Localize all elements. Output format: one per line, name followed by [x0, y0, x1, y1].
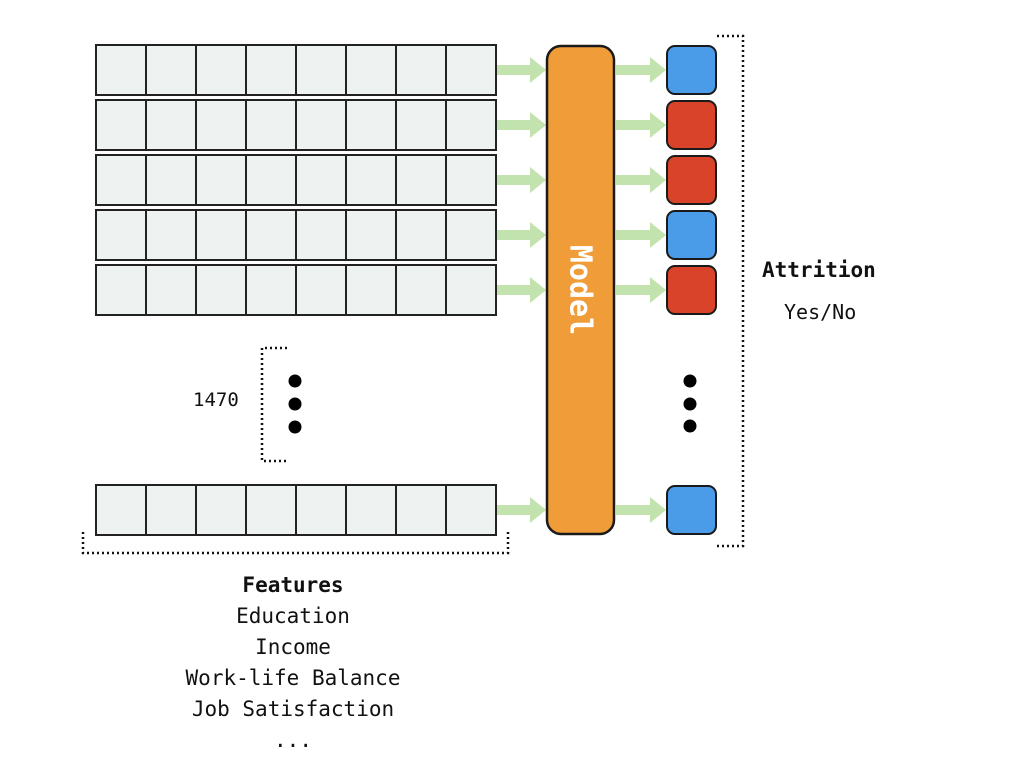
output-title: Attrition — [762, 258, 876, 282]
feature-cell — [145, 264, 197, 316]
features-bracket — [81, 532, 510, 555]
feature-cell — [295, 99, 347, 151]
output-yes-square — [666, 45, 717, 95]
ellipsis-dot — [683, 374, 697, 388]
feature-cell — [345, 484, 397, 536]
feature-cell — [295, 484, 347, 536]
flow-arrow — [616, 112, 666, 138]
model-label: Model — [563, 245, 598, 335]
feature-row — [95, 44, 497, 96]
ellipsis-dot — [683, 419, 697, 433]
feature-cell — [345, 209, 397, 261]
flow-arrow — [497, 497, 546, 523]
flow-arrow — [497, 57, 546, 83]
flow-arrow — [616, 167, 666, 193]
feature-cell — [145, 154, 197, 206]
feature-item: Income — [255, 635, 331, 659]
feature-cell — [445, 209, 497, 261]
flow-arrow — [616, 277, 666, 303]
feature-item: Work-life Balance — [185, 666, 401, 690]
feature-cell — [95, 484, 147, 536]
feature-cell — [145, 99, 197, 151]
feature-row — [95, 154, 497, 206]
feature-cell — [445, 264, 497, 316]
feature-row — [95, 99, 497, 151]
feature-cell — [95, 99, 147, 151]
ellipsis-dot — [683, 397, 697, 411]
feature-cell — [195, 209, 247, 261]
feature-row — [95, 484, 497, 536]
flow-arrow — [497, 167, 546, 193]
feature-cell — [345, 264, 397, 316]
flow-arrow — [616, 497, 666, 523]
feature-cell — [195, 44, 247, 96]
feature-row — [95, 209, 497, 261]
feature-cell — [295, 209, 347, 261]
feature-cell — [395, 44, 447, 96]
feature-cell — [445, 484, 497, 536]
feature-cell — [295, 264, 347, 316]
feature-item: Job Satisfaction — [191, 697, 395, 721]
feature-cell — [395, 264, 447, 316]
feature-cell — [345, 99, 397, 151]
feature-cell — [95, 209, 147, 261]
feature-cell — [295, 154, 347, 206]
output-arrows — [616, 57, 666, 523]
feature-cell — [145, 209, 197, 261]
feature-item: Education — [236, 604, 350, 628]
feature-cell — [145, 44, 197, 96]
feature-cell — [445, 44, 497, 96]
flow-arrow — [497, 222, 546, 248]
feature-item: ... — [274, 728, 312, 752]
row-count-bracket — [260, 346, 287, 463]
output-squares — [666, 45, 717, 535]
feature-cell — [195, 484, 247, 536]
feature-cell — [295, 44, 347, 96]
ellipsis-dot — [288, 397, 302, 411]
ellipsis-dots — [288, 374, 697, 434]
output-yes-square — [666, 485, 717, 535]
feature-cell — [395, 484, 447, 536]
row-count-label: 1470 — [193, 389, 239, 411]
feature-rows — [95, 44, 497, 536]
feature-cell — [245, 209, 297, 261]
feature-cell — [145, 484, 197, 536]
feature-row — [95, 264, 497, 316]
feature-cell — [245, 99, 297, 151]
feature-cell — [245, 264, 297, 316]
feature-cell — [445, 99, 497, 151]
feature-cell — [95, 264, 147, 316]
output-no-square — [666, 265, 717, 315]
feature-cell — [195, 99, 247, 151]
feature-cell — [195, 264, 247, 316]
features-caption: Features Education Income Work-life Bala… — [92, 570, 494, 756]
feature-cell — [395, 154, 447, 206]
feature-cell — [245, 484, 297, 536]
flow-arrow — [616, 222, 666, 248]
features-heading: Features — [242, 573, 344, 597]
input-arrows — [497, 57, 546, 523]
feature-cell — [95, 44, 147, 96]
flow-arrow — [497, 112, 546, 138]
feature-cell — [345, 154, 397, 206]
flow-arrow — [497, 277, 546, 303]
ellipsis-dot — [288, 420, 302, 434]
output-yes-square — [666, 210, 717, 260]
flow-arrow — [616, 57, 666, 83]
output-bracket — [717, 34, 745, 548]
feature-cell — [245, 154, 297, 206]
feature-cell — [195, 154, 247, 206]
feature-cell — [395, 99, 447, 151]
feature-cell — [445, 154, 497, 206]
output-no-square — [666, 155, 717, 205]
feature-cell — [95, 154, 147, 206]
output-subtitle: Yes/No — [784, 300, 857, 324]
output-no-square — [666, 100, 717, 150]
model-box — [545, 44, 616, 536]
ellipsis-dot — [288, 374, 302, 388]
feature-cell — [395, 209, 447, 261]
feature-cell — [245, 44, 297, 96]
feature-cell — [345, 44, 397, 96]
